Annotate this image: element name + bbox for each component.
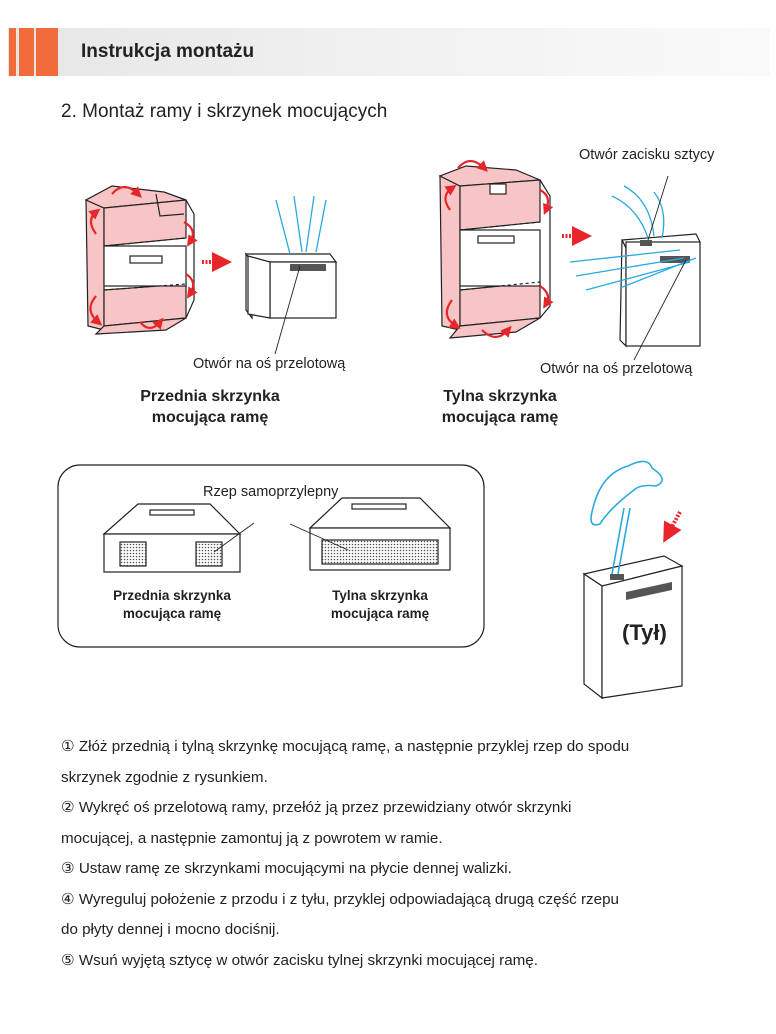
- caption-front-box-bottom: Przednia skrzynka mocująca ramę: [92, 587, 252, 623]
- instruction-steps: ① Złóż przednią i tylną skrzynkę mocując…: [61, 732, 751, 976]
- clamp-hole-pointer: [647, 175, 669, 241]
- velcro-pointer-front: [213, 522, 255, 553]
- caption-line: Tylna skrzynka: [332, 588, 428, 603]
- front-hole-pointer: [274, 265, 301, 355]
- rear-box-assembled: [619, 233, 701, 348]
- step-line: skrzynek zgodnie z rysunkiem.: [61, 768, 268, 786]
- header-accent-stripe: [9, 28, 16, 76]
- step-line: ② Wykręć oś przelotową ramy, przełóż ją …: [61, 799, 572, 816]
- front-axle-lines: [275, 195, 327, 255]
- label-clamp-hole: Otwór zacisku sztycy: [579, 147, 715, 163]
- rear-box-unfolded: [438, 165, 551, 339]
- rear-hole-pointer: [633, 259, 687, 361]
- label-velcro: Rzep samoprzylepny: [203, 484, 339, 500]
- section-title: 2. Montaż ramy i skrzynek mocujących: [61, 101, 388, 122]
- header-title: Instrukcja montażu: [81, 41, 255, 62]
- label-hole-rear: Otwór na oś przelotową: [540, 361, 693, 377]
- rear-axle-lines: [569, 185, 697, 291]
- caption-line: mocująca ramę: [441, 409, 559, 426]
- caption-line: Przednia skrzynka: [140, 388, 280, 405]
- header-accent-stripe: [36, 28, 58, 76]
- caption-line: mocująca ramę: [151, 409, 269, 426]
- front-box-fold-arrows: [88, 185, 198, 330]
- step-line: ③ Ustaw ramę ze skrzynkami mocującymi na…: [61, 860, 512, 877]
- caption-line: mocująca ramę: [330, 606, 430, 621]
- front-box-assembled: [244, 252, 338, 320]
- front-box-unfolded: [84, 185, 195, 335]
- step-line: mocującej, a następnie zamontuj ją z pow…: [61, 829, 443, 847]
- seatpost-icon: [590, 460, 663, 575]
- caption-line: Przednia skrzynka: [113, 588, 231, 603]
- rear-box-seatpost: [582, 555, 684, 700]
- front-box-bottom: [102, 503, 242, 573]
- rear-label: (Tył): [622, 620, 667, 645]
- step-line: do płyty dennej i mocno dociśnij.: [61, 921, 280, 938]
- caption-line: mocująca ramę: [122, 606, 222, 621]
- label-hole-front: Otwór na oś przelotową: [193, 356, 346, 372]
- assembly-diagram: [57, 159, 701, 700]
- caption-rear-box: Tylna skrzynka mocująca ramę: [400, 386, 600, 428]
- step-line: ④ Wyreguluj położenie z przodu i z tyłu,…: [61, 890, 619, 908]
- step-line: ① Złóż przednią i tylną skrzynkę mocując…: [61, 738, 630, 755]
- insert-arrow: [663, 511, 682, 543]
- header-accent-stripe: [19, 28, 34, 76]
- rear-box-fold-arrows: [444, 159, 554, 339]
- velcro-pointer-rear: [289, 523, 349, 551]
- header-bar: [8, 28, 770, 76]
- caption-line: Tylna skrzynka: [443, 388, 557, 405]
- rear-box-bottom: [308, 497, 452, 571]
- step-line: ⑤ Wsuń wyjętą sztycę w otwór zacisku tyl…: [61, 951, 538, 969]
- caption-rear-box-bottom: Tylna skrzynka mocująca ramę: [300, 587, 460, 623]
- caption-front-box: Przednia skrzynka mocująca ramę: [110, 386, 310, 428]
